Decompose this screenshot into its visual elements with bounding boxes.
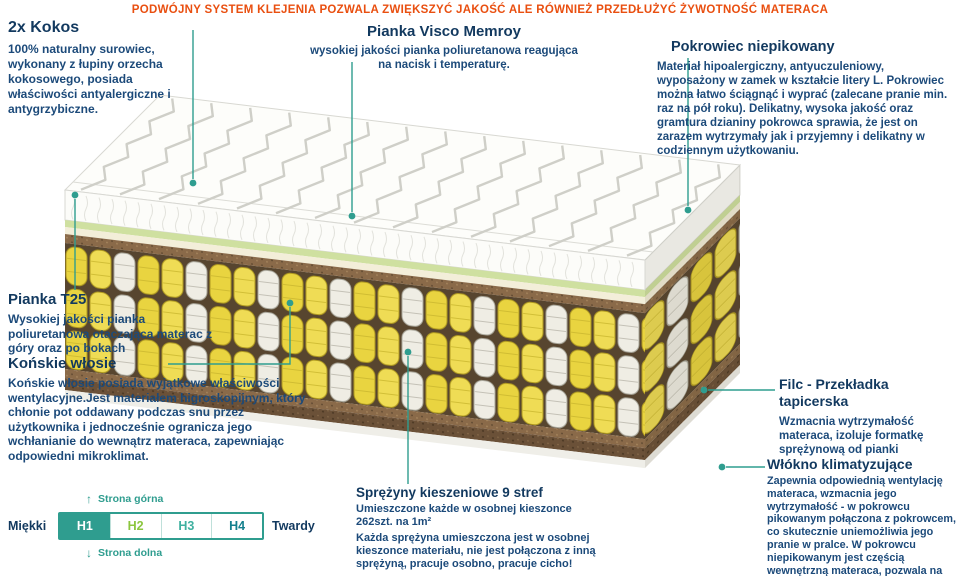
annotation-kokos: 2x Kokos 100% naturalny surowiec, wykona… [8,19,194,117]
annotation-body: Umieszczone każde w osobnej kieszonce 26… [356,503,572,528]
hard-label: Twardy [272,519,315,533]
hardness-bar-row: Miękki H1 H2 H3 H4 Twardy [8,512,318,540]
annotation-body: wysokiej jakości pianka poliuretanowa re… [310,45,578,71]
mattress-right-face [645,165,740,468]
layer-cream-foam [65,227,645,305]
layer-felt-bottom [645,344,740,448]
layer-green-foam [645,195,740,297]
annotation-body: Wysokiej jakości pianka poliuretanowa ot… [8,312,213,355]
hardness-levels: H1 H2 H3 H4 [58,512,264,540]
annotation-body: Wzmacnia wytrzymałość materaca, izoluje … [779,416,924,456]
layer-bottom-strip [65,390,645,469]
annotation-title: 2x Kokos [8,19,80,36]
layer-green-foam [65,220,645,298]
annotation-title: Końskie włosie [8,355,117,372]
annotation-konskie-wlosie: Końskie włosie Końskie włosie posiada wy… [8,355,316,463]
hardness-level-h1: H1 [60,514,111,538]
layer-springs [645,218,740,439]
annotation-body: Zapewnia odpowiednią wentylację materaca… [767,475,956,576]
annotation-body: 100% naturalny surowiec, wykonany z łupi… [8,42,171,116]
up-arrow-icon: ↑ [86,492,92,506]
annotation-filc: Filc - Przekładka tapicerska Wzmacnia wy… [779,376,955,457]
layer-bottom-strip [645,365,740,468]
annotation-body: Końskie włosie posiada wyjątkowe właściw… [8,376,306,463]
annotation-body2: Każda sprężyna umieszczona jest w osobne… [356,532,596,570]
annotation-title: Włókno klimatyzujące [767,456,913,472]
mattress-illustration [20,60,800,469]
layer-felt-top [65,234,645,314]
annotation-pianka-t25: Pianka T25 Wysokiej jakości pianka poliu… [8,291,226,356]
annotation-visco: Pianka Visco Memroy wysokiej jakości pia… [310,23,578,72]
annotation-title: Pokrowiec niepikowany [671,39,835,55]
annotation-wlokno: Włókno klimatyzujące Zapewnia odpowiedni… [767,456,957,576]
bottom-side-indicator: ↓ Strona dolna [86,546,318,560]
annotation-title: Filc - Przekładka tapicerska [779,376,889,409]
mattress-top-surface [65,95,740,260]
hardness-level-h2: H2 [111,514,162,538]
mattress-cross-section [65,190,645,469]
bottom-side-label: Strona dolna [98,547,163,559]
soft-label: Miękki [8,519,47,533]
hardness-scale: ↑ Strona górna Miękki H1 H2 H3 H4 Twardy… [8,492,318,560]
zigzag-quilting-pattern [81,98,731,257]
layer-base [65,378,645,461]
annotation-title: Sprężyny kieszeniowe 9 stref [356,485,543,500]
annotation-title: Pianka T25 [8,291,87,308]
layer-felt-bottom [65,369,645,449]
annotation-body: Materiał hipoalergiczny, antyuczuleniowy… [657,61,948,157]
hardness-level-h4: H4 [229,519,246,533]
down-arrow-icon: ↓ [86,546,92,560]
layer-felt-top [645,209,740,313]
annotation-sprezyny: Sprężyny kieszeniowe 9 stref Umieszczone… [356,485,596,571]
annotation-title: Pianka Visco Memroy [367,23,521,40]
foam-texture [72,194,634,287]
hardness-level-h3: H3 [162,514,213,538]
annotation-pokrowiec: Pokrowiec niepikowany Materiał hipoalerg… [657,39,955,158]
layer-base [645,353,740,460]
top-side-label: Strona górna [98,493,164,505]
top-side-indicator: ↑ Strona górna [86,492,318,506]
layer-cream-foam [645,202,740,304]
header-banner: PODWÓJNY SYSTEM KLEJENIA POZWALA ZWIĘKSZ… [131,4,829,16]
layer-springs [65,243,645,440]
